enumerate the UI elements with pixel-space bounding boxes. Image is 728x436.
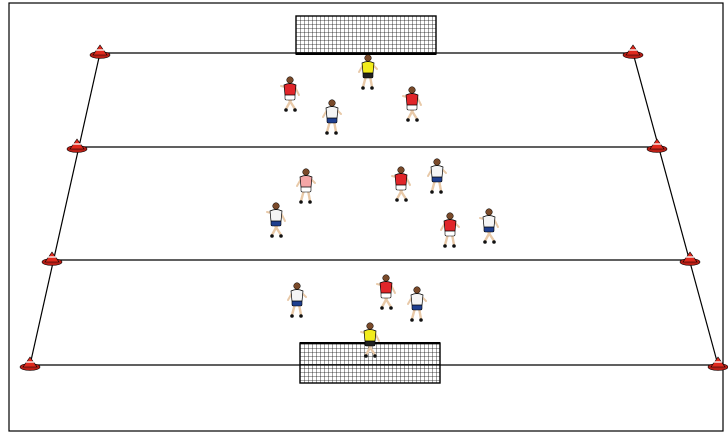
red-player-4-icon — [441, 213, 459, 248]
cones-layer — [20, 45, 728, 371]
white-player-2-icon — [428, 159, 446, 194]
cone-icon — [42, 252, 62, 266]
white-player-1-icon — [323, 100, 341, 135]
left-sideline — [30, 53, 100, 365]
top-goal — [296, 16, 436, 54]
players-layer — [267, 55, 498, 358]
white-player-4-icon — [480, 209, 498, 244]
red-player-3-icon — [392, 167, 410, 202]
cone-icon — [647, 139, 667, 153]
cone-icon — [623, 45, 643, 59]
right-sideline — [633, 53, 718, 365]
cone-icon — [90, 45, 110, 59]
white-player-6-icon — [408, 287, 426, 322]
white-player-5-icon — [288, 283, 306, 318]
cone-icon — [20, 357, 40, 371]
white-player-3-icon — [267, 203, 285, 238]
cone-icon — [708, 357, 728, 371]
field-lines — [30, 53, 718, 365]
neutral-player-icon — [297, 169, 315, 204]
red-player-2-icon — [403, 87, 421, 122]
goalkeeper-top-icon — [359, 55, 377, 90]
red-player-1-icon — [281, 77, 299, 112]
red-player-5-icon — [377, 275, 395, 310]
cone-icon — [680, 252, 700, 266]
cone-icon — [67, 139, 87, 153]
